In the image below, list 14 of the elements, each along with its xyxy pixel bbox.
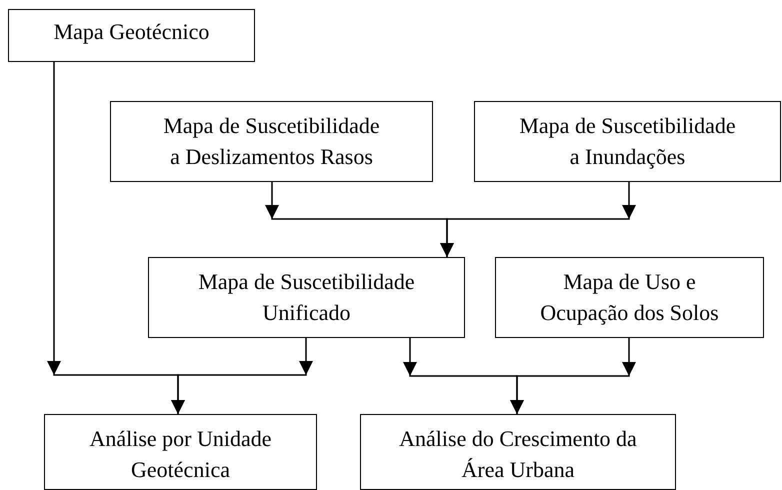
box-label: Mapa Geotécnico — [54, 18, 210, 46]
process-box — [474, 101, 781, 182]
box-label: Análise do Crescimento da Área Urbana — [398, 425, 638, 484]
process-box — [44, 414, 317, 490]
box-label: Mapa de Suscetibilidade a Inundações — [518, 112, 737, 171]
process-box — [110, 101, 433, 182]
process-box — [8, 9, 255, 62]
box-label: Mapa de Suscetibilidade a Deslizamentos Rasos — [162, 112, 381, 171]
process-box — [360, 414, 676, 490]
box-label: Mapa de Uso e Ocupação dos Solos — [539, 268, 720, 327]
process-box — [148, 257, 465, 338]
process-box — [495, 257, 764, 338]
box-label: Análise por Unidade Geotécnica — [88, 425, 273, 484]
box-label: Mapa de Suscetibilidade Unificado — [197, 268, 416, 327]
